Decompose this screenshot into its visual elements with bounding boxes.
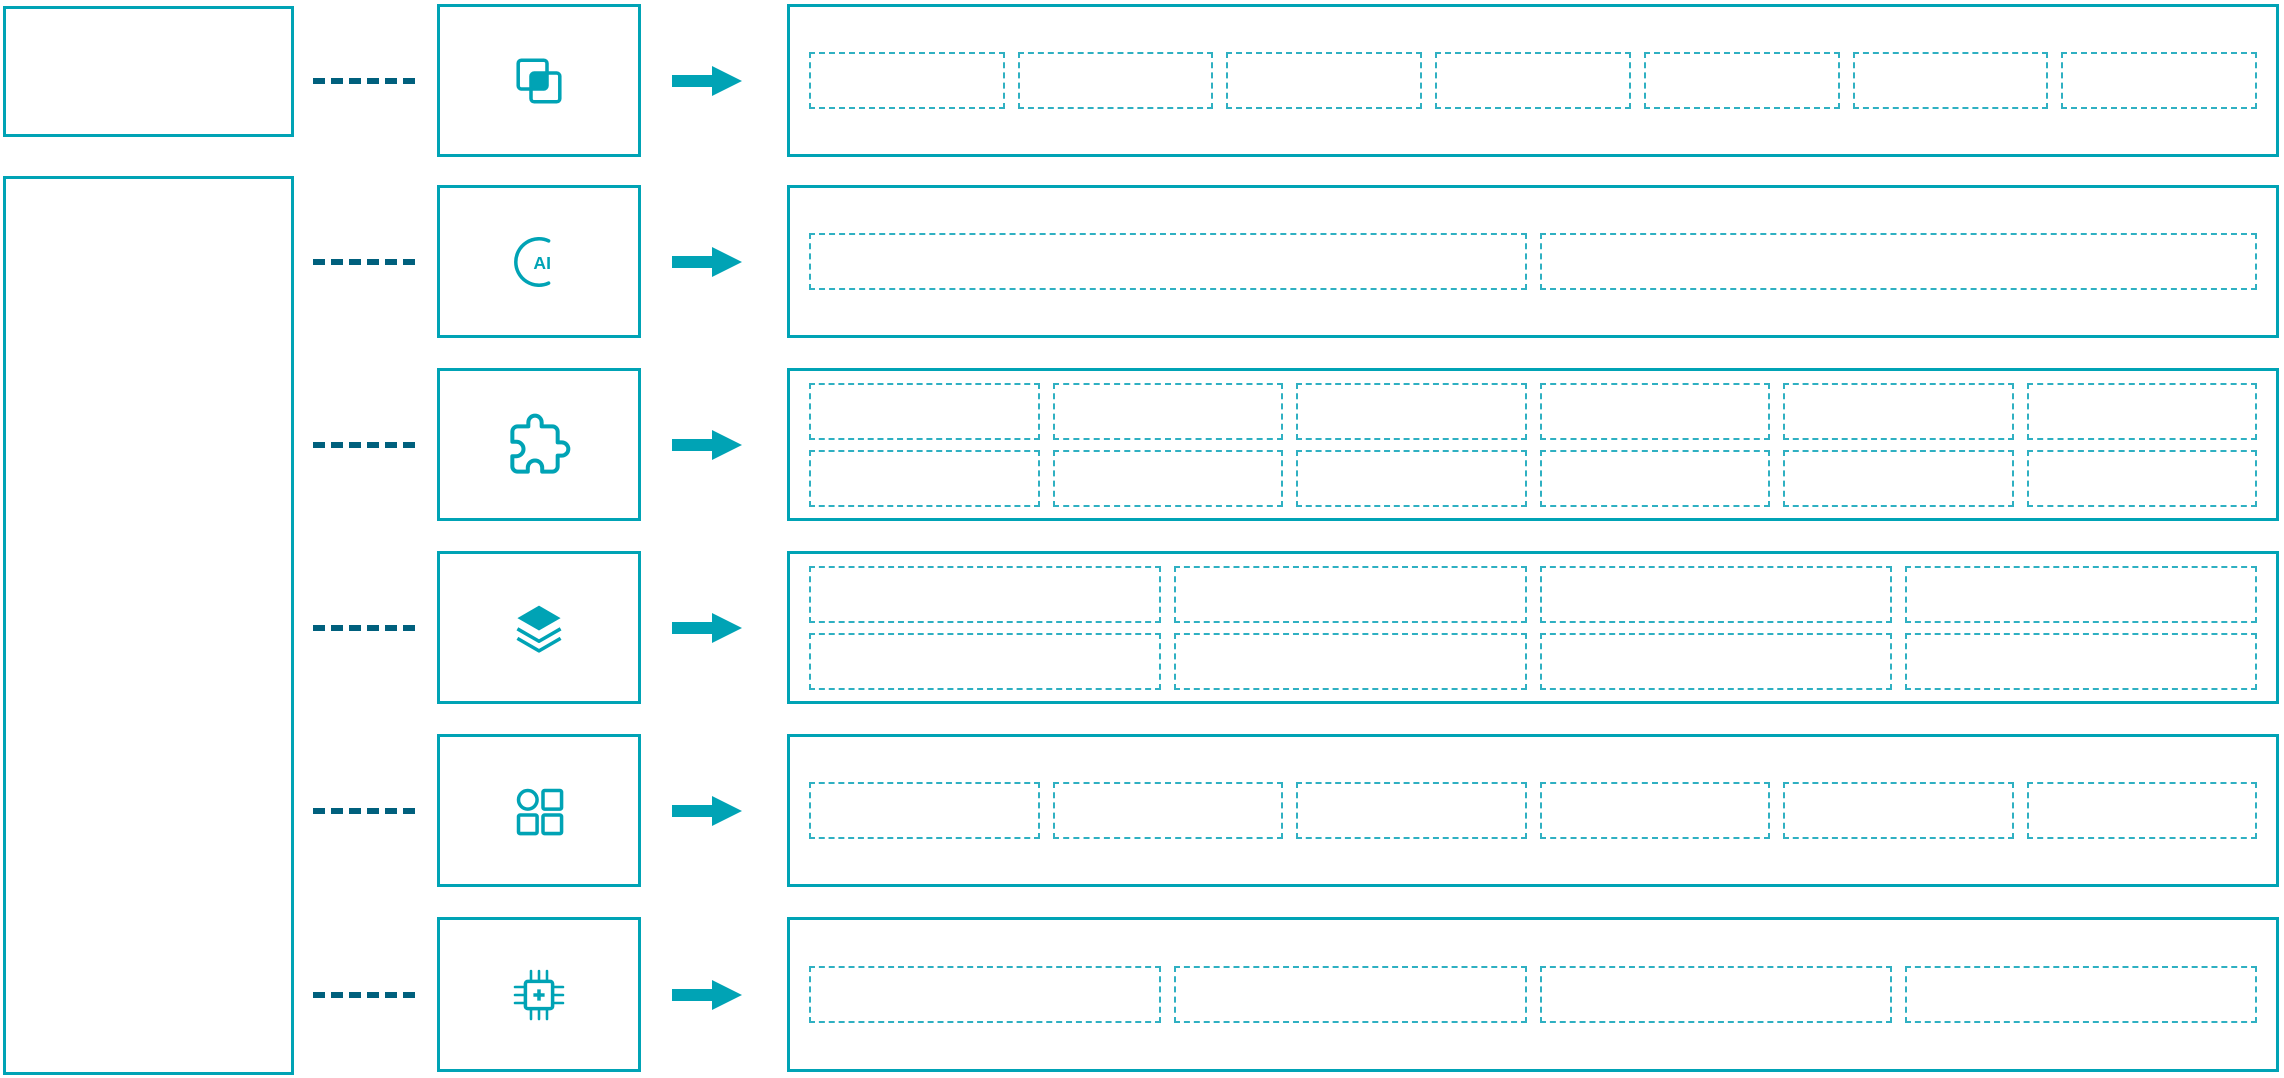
placeholder-cell: [2026, 382, 2257, 440]
icon-box-1: [437, 4, 641, 157]
arrow-right-icon: [672, 65, 742, 96]
diagram-row-6: [0, 917, 2284, 1072]
placeholder-cell: [1904, 966, 2257, 1023]
left-top-box: [3, 6, 294, 137]
placeholder-cell: [809, 233, 1527, 290]
icon-box-6: [437, 917, 641, 1072]
placeholder-cell: [1052, 382, 1283, 440]
placeholder-cell: [1174, 966, 1527, 1023]
placeholder-cell: [809, 449, 1040, 507]
placeholder-cell: [1017, 52, 1214, 109]
cells-panel-3: [787, 368, 2279, 521]
placeholder-cell: [1296, 449, 1527, 507]
placeholder-cell: [1783, 449, 2014, 507]
cell-row: [809, 782, 2257, 839]
puzzle-piece-icon: [510, 413, 571, 474]
placeholder-cell: [1539, 449, 1770, 507]
placeholder-cell: [2026, 782, 2257, 839]
dashed-connector: [313, 258, 415, 265]
layers-icon: [516, 605, 562, 653]
placeholder-cell: [1643, 52, 1840, 109]
placeholder-cell: [809, 782, 1040, 839]
placeholder-cell: [2061, 52, 2258, 109]
cells-panel-4: [787, 551, 2279, 704]
svg-text:AI: AI: [533, 253, 551, 273]
overlap-squares-icon: [516, 57, 562, 104]
arrow-right-icon: [672, 429, 742, 460]
dashed-connector: [313, 807, 415, 814]
placeholder-cell: [809, 565, 1162, 623]
dashed-connector: [313, 991, 415, 998]
cells-panel-2: [787, 185, 2279, 338]
arrow-right-icon: [672, 612, 742, 643]
dashed-connector: [313, 77, 415, 84]
icon-box-5: [437, 734, 641, 887]
cell-row: [809, 966, 2257, 1023]
ai-head-icon: AI: [514, 236, 551, 287]
diagram-row-4: [0, 551, 2284, 704]
placeholder-cell: [1296, 382, 1527, 440]
icon-box-2: AI: [437, 185, 641, 338]
placeholder-cell: [809, 966, 1162, 1023]
placeholder-cell: [809, 52, 1005, 109]
arrow-right-icon: [672, 979, 742, 1010]
placeholder-cell: [1296, 782, 1527, 839]
placeholder-cell: [1052, 449, 1283, 507]
diagram-row-2: AI: [0, 185, 2284, 338]
diagram-row-1: [0, 4, 2284, 157]
cell-row: [809, 632, 2257, 690]
placeholder-cell: [1539, 382, 1770, 440]
cell-row: [809, 449, 2257, 507]
placeholder-cell: [1174, 565, 1527, 623]
placeholder-cell: [1904, 565, 2257, 623]
cpu-chip-icon: [513, 969, 565, 1020]
placeholder-cell: [809, 632, 1162, 690]
cell-row: [809, 565, 2257, 623]
placeholder-cell: [1904, 632, 2257, 690]
placeholder-cell: [1174, 632, 1527, 690]
placeholder-cell: [1783, 382, 2014, 440]
diagram-row-3: [0, 368, 2284, 521]
placeholder-cell: [1539, 233, 2257, 290]
icon-box-3: [437, 368, 641, 521]
placeholder-cell: [1539, 632, 1892, 690]
arrow-right-icon: [672, 795, 742, 826]
dashed-connector: [313, 441, 415, 448]
placeholder-cell: [1852, 52, 2049, 109]
placeholder-cell: [1783, 782, 2014, 839]
arrow-right-icon: [672, 246, 742, 277]
icon-box-4: [437, 551, 641, 704]
cells-panel-1: [787, 4, 2279, 157]
placeholder-cell: [809, 382, 1040, 440]
placeholder-cell: [1052, 782, 1283, 839]
diagram-row-5: [0, 734, 2284, 887]
cell-row: [809, 382, 2257, 440]
cell-row: [809, 233, 2257, 290]
placeholder-cell: [1226, 52, 1423, 109]
dashed-connector: [313, 624, 415, 631]
cell-row: [809, 52, 2258, 109]
left-tall-box: [3, 176, 294, 1075]
cells-panel-6: [787, 917, 2279, 1072]
shapes-grid-icon: [516, 788, 564, 835]
placeholder-cell: [1435, 52, 1631, 109]
placeholder-cell: [2026, 449, 2257, 507]
placeholder-cell: [1539, 782, 1770, 839]
cells-panel-5: [787, 734, 2279, 887]
placeholder-cell: [1539, 565, 1892, 623]
placeholder-cell: [1539, 966, 1892, 1023]
